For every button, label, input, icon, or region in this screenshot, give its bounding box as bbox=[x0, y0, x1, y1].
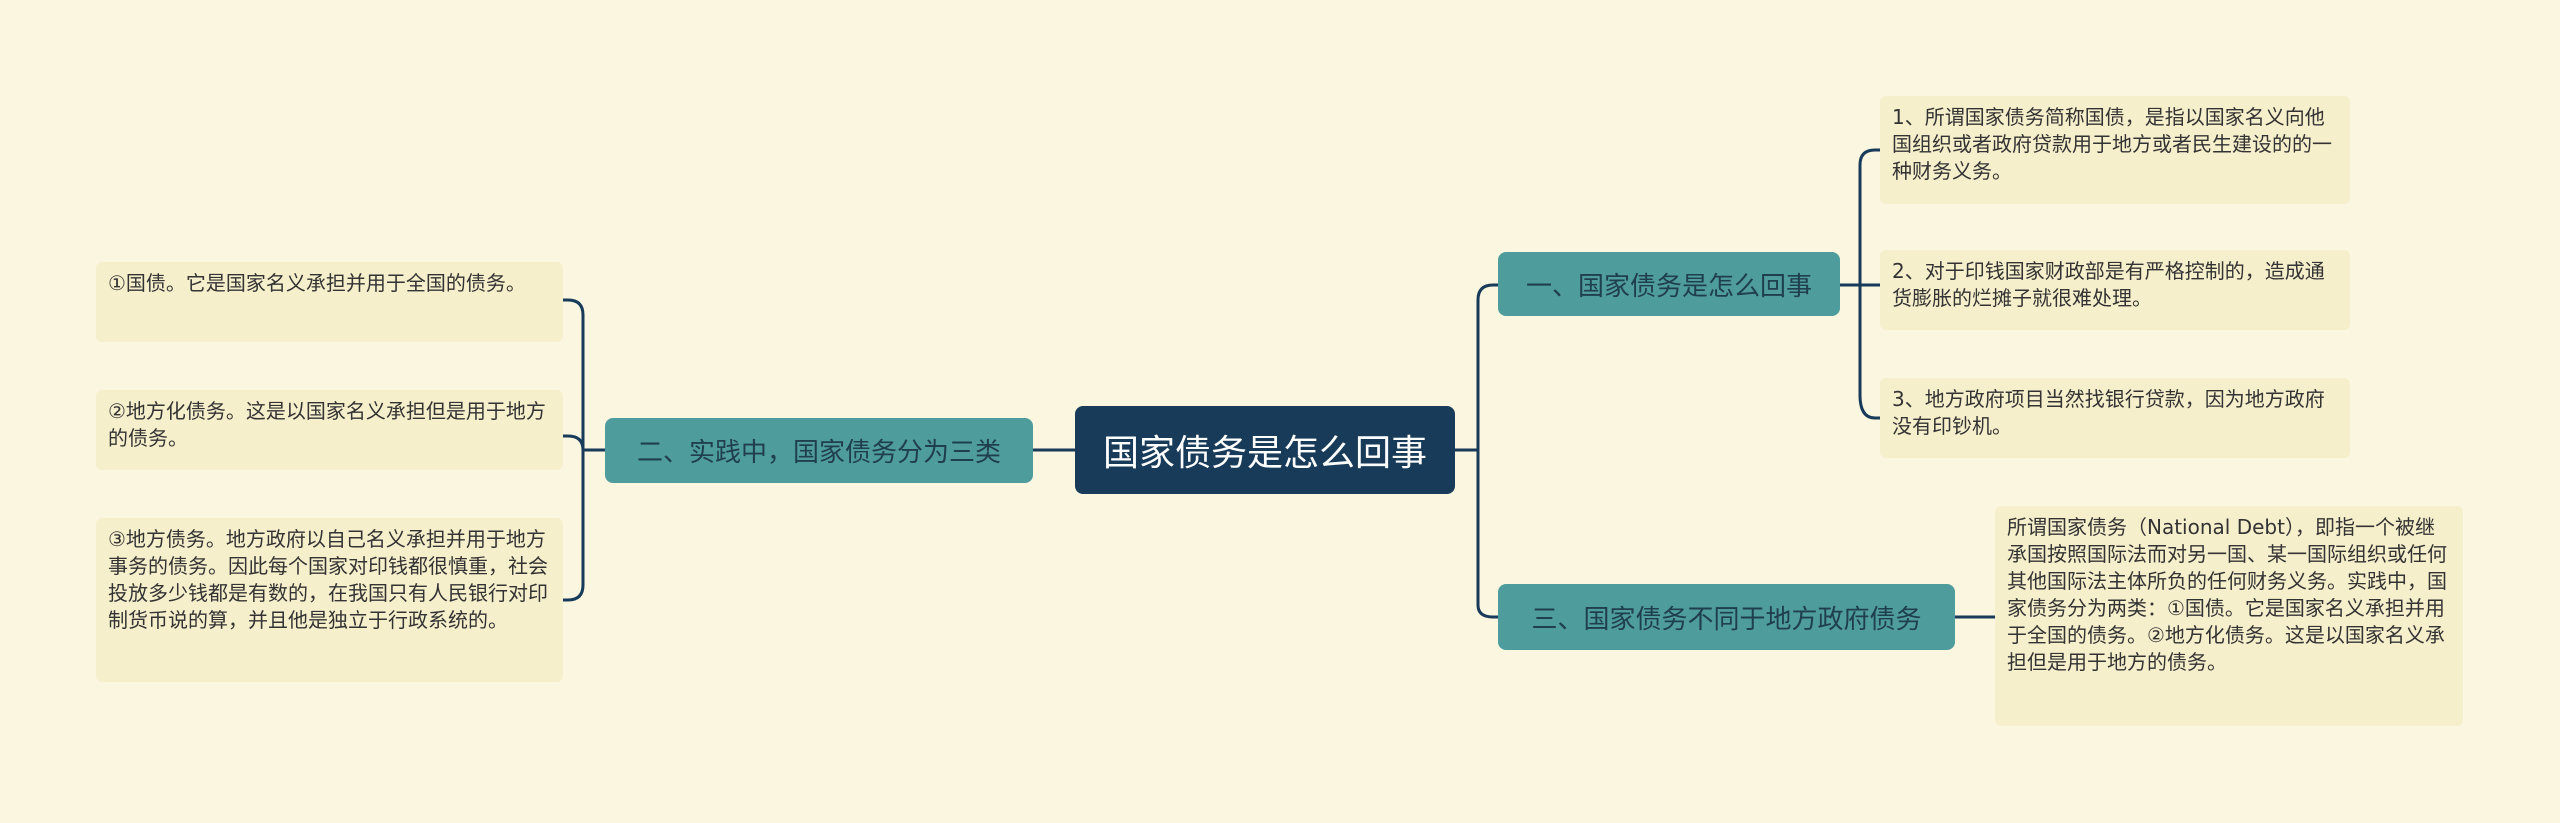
connector-to-branch-1 bbox=[1476, 283, 1498, 301]
leaf-topic-3-1[interactable]: 所谓国家债务（National Debt），即指一个被继承国按照国际法而对另一国… bbox=[1995, 506, 2463, 726]
connector-to-leaf-1-3 bbox=[1858, 394, 1880, 420]
leaf-topic-1-3[interactable]: 3、地方政府项目当然找银行贷款，因为地方政府没有印钞机。 bbox=[1880, 378, 2350, 458]
leaf-topic-1-2[interactable]: 2、对于印钱国家财政部是有严格控制的，造成通货膨胀的烂摊子就很难处理。 bbox=[1880, 250, 2350, 330]
connector-to-branch-3 bbox=[1476, 604, 1498, 619]
branch-topic-1[interactable]: 一、国家债务是怎么回事 bbox=[1498, 252, 1840, 316]
branch-topic-2-label: 二、实践中，国家债务分为三类 bbox=[636, 438, 1001, 468]
root-topic-label: 国家债务是怎么回事 bbox=[1102, 433, 1427, 474]
connector-to-leaf-2-3 bbox=[563, 584, 585, 602]
branch-topic-2[interactable]: 二、实践中，国家债务分为三类 bbox=[605, 418, 1033, 483]
leaf-topic-2-3[interactable]: ③地方债务。地方政府以自己名义承担并用于地方事务的债务。因此每个国家对印钱都很慎… bbox=[96, 518, 563, 682]
branch-topic-1-label: 一、国家债务是怎么回事 bbox=[1525, 271, 1812, 302]
leaf-topic-1-1[interactable]: 1、所谓国家债务简称国债，是指以国家名义向他国组织或者政府贷款用于地方或者民生建… bbox=[1880, 96, 2350, 204]
connector-to-leaf-1-1 bbox=[1858, 148, 1880, 166]
connector-to-leaf-2-1 bbox=[563, 298, 585, 316]
leaf-topic-2-2[interactable]: ②地方化债务。这是以国家名义承担但是用于地方的债务。 bbox=[96, 390, 563, 470]
branch-topic-3-label: 三、国家债务不同于地方政府债务 bbox=[1531, 604, 1922, 635]
leaf-topic-2-1[interactable]: ①国债。它是国家名义承担并用于全国的债务。 bbox=[96, 262, 563, 342]
branch-topic-3[interactable]: 三、国家债务不同于地方政府债务 bbox=[1498, 584, 1955, 650]
connector-to-leaf-2-2 bbox=[563, 434, 585, 451]
root-topic[interactable]: 国家债务是怎么回事 bbox=[1075, 406, 1455, 494]
